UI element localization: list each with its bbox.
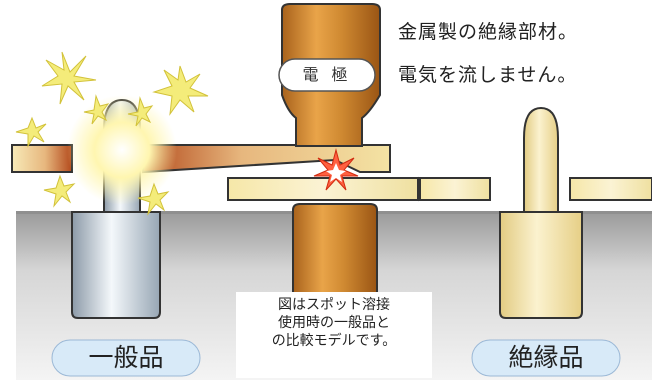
insulated-rivet-body [499, 211, 583, 319]
electrode-label: 電 極 [302, 65, 352, 84]
lower-sheet-band [227, 177, 419, 201]
general-label-pill [51, 339, 201, 377]
general-product-label: 一般品 [88, 343, 164, 372]
diagram-note: 図はスポット溶接 使用時の一般品と の比較モデルです。 [236, 296, 432, 350]
general-rivet-body [71, 211, 161, 319]
insulated-sheet-left [419, 177, 491, 201]
note-line-3: の比較モデルです。 [271, 333, 397, 349]
caption-line-2: 電気を流しません。 [398, 64, 578, 86]
note-line-1: 図はスポット溶接 [278, 297, 390, 313]
insulated-label-pill [471, 339, 621, 377]
electrode-label-pill [278, 58, 376, 92]
insulated-product-label: 絶縁品 [508, 343, 584, 372]
note-box [236, 292, 432, 378]
lower-electrode [292, 203, 378, 297]
flash-burst-icon [15, 51, 209, 216]
caption-line-1: 金属製の絶縁部材。 [398, 21, 579, 43]
insulated-rivet-shank [523, 106, 559, 213]
upper-sheet-left [11, 144, 73, 173]
insulated-sheet-right [569, 177, 652, 201]
note-line-2: 使用時の一般品と [278, 315, 390, 331]
spark-icon [313, 148, 359, 191]
